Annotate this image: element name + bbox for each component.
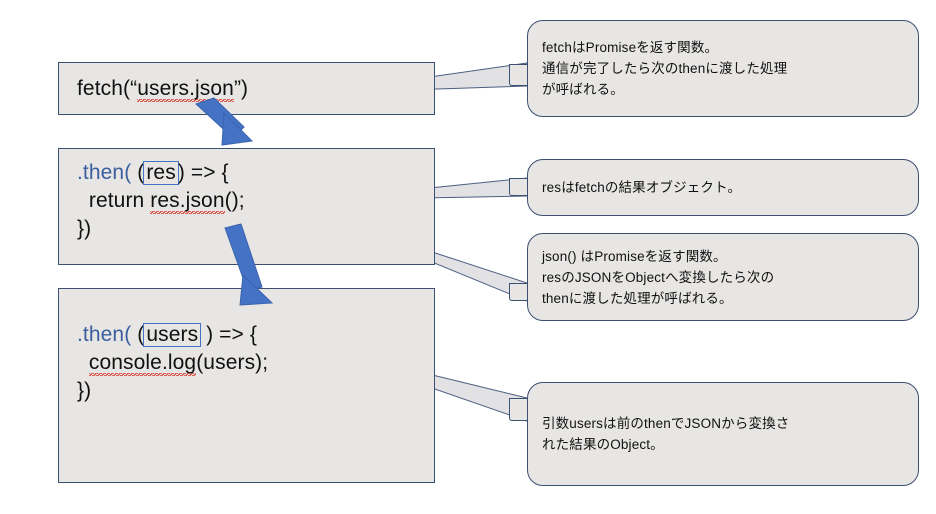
code-segment: }) [77, 217, 92, 240]
code-line: .then( (res) => { [77, 159, 229, 186]
code-line: }) [77, 215, 91, 242]
callout-tail-fetch [509, 64, 529, 86]
code-segment-spellcheck: users.json [137, 77, 234, 103]
code-line: console.log(users); [77, 349, 269, 377]
code-segment: (); [224, 189, 245, 212]
callout-json-text: json() はPromiseを返す関数。 resのJSONをObjectへ変換… [542, 248, 775, 306]
callout-res-text: resはfetchの結果オブジェクト。 [542, 180, 742, 195]
code-segment: }) [77, 379, 92, 402]
code-line: .then( (users ) => { [77, 321, 257, 348]
code-line: }) [77, 377, 91, 404]
code-block-then-users: .then( (users ) => { console.log(users);… [58, 288, 435, 483]
callout-fetch: fetchはPromiseを返す関数。 通信が完了したら次のthenに渡した処理… [527, 20, 919, 117]
callout-tail-json [509, 283, 529, 301]
code-line: return res.json(); [77, 187, 245, 215]
callout-tail-res [509, 178, 529, 196]
code-segment-spellcheck: res.json [150, 189, 225, 215]
code-segment: ”) [233, 77, 249, 100]
callout-fetch-text: fetchはPromiseを返す関数。 通信が完了したら次のthenに渡した処理… [542, 40, 788, 97]
callout-users: 引数usersは前のthenでJSONから変換さ れた結果のObject。 [527, 382, 919, 486]
code-segment-spellcheck: console.log [88, 351, 197, 377]
code-segment: ( [131, 161, 145, 184]
code-line: fetch(“users.json”) [77, 75, 249, 103]
callout-json: json() はPromiseを返す関数。 resのJSONをObjectへ変換… [527, 233, 919, 321]
code-block-fetch: fetch(“users.json”) [58, 62, 435, 115]
code-segment: return [77, 189, 151, 212]
code-segment: (users); [196, 351, 269, 374]
code-segment: fetch(“ [77, 77, 138, 100]
code-param-highlight-users: users [143, 323, 202, 347]
code-keyword-then: .then( [77, 323, 132, 346]
code-segment: ) => { [177, 161, 229, 184]
callout-tail-users [509, 398, 529, 421]
callout-users-text: 引数usersは前のthenでJSONから変換さ れた結果のObject。 [542, 416, 790, 452]
code-keyword-then: .then( [77, 161, 132, 184]
code-segment: ( [131, 323, 145, 346]
code-segment: ) => { [200, 323, 257, 346]
arrow-fetch-to-then [195, 97, 254, 146]
callout-res: resはfetchの結果オブジェクト。 [527, 159, 919, 216]
code-param-highlight-res: res [143, 161, 179, 185]
arrow-then-to-then [224, 223, 274, 306]
